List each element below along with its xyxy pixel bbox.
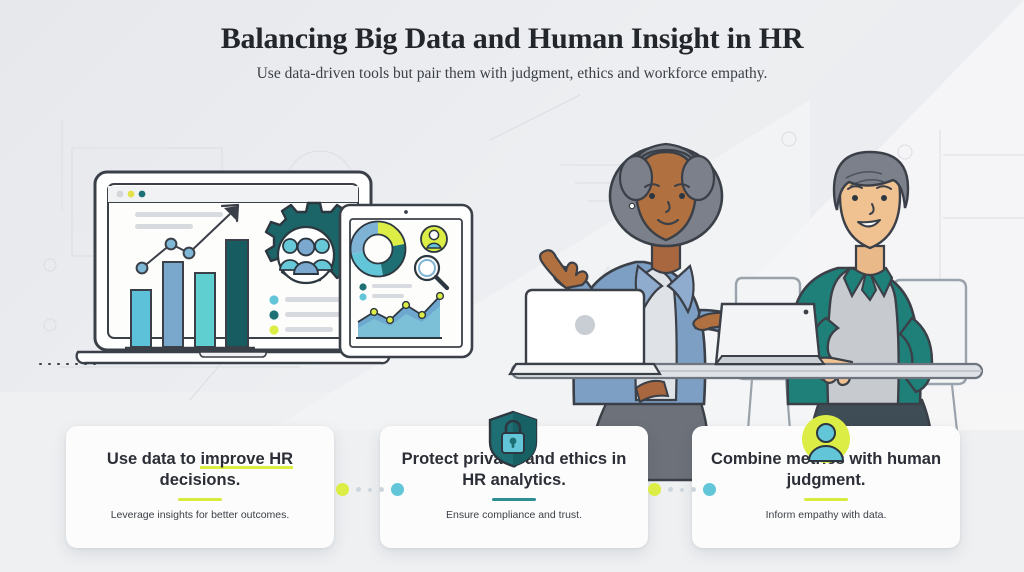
connector-dot-yellow <box>336 483 349 496</box>
page-subtitle: Use data-driven tools but pair them with… <box>256 65 768 82</box>
gear-people-icon <box>264 201 364 285</box>
connector-dot-small <box>379 487 384 492</box>
card-use-data[interactable]: Use data to improve HR decisions. Levera… <box>66 426 334 548</box>
card-divider <box>804 498 848 501</box>
card-title: Use data to improve HR decisions. <box>82 449 318 491</box>
area-chart <box>356 291 445 339</box>
card-title-pre: Use data to <box>106 450 201 469</box>
page-title: Balancing Big Data and Human Insight in … <box>220 22 804 55</box>
connector-dot-small <box>368 487 372 492</box>
desk-tablet <box>714 302 826 366</box>
card-title-highlight: improve HR <box>200 450 294 470</box>
tablet-device <box>338 203 474 359</box>
donut-chart <box>349 220 407 278</box>
card-title-post: decisions. <box>159 471 241 490</box>
person-avatar-icon-tablet <box>420 225 448 253</box>
connector-dots-1-2 <box>336 483 404 496</box>
connector-dots-2-3 <box>648 483 716 496</box>
connector-dot-yellow <box>648 483 661 496</box>
person-avatar-icon <box>802 415 850 463</box>
connector-dot-small <box>356 487 361 492</box>
shield-lock-icon <box>488 410 538 468</box>
card-subtitle: Inform empathy with data. <box>765 508 887 521</box>
connector-dot-small <box>668 487 673 492</box>
connector-dot-cyan <box>703 483 716 496</box>
card-subtitle: Leverage insights for better outcomes. <box>110 508 290 521</box>
connector-dot-small <box>691 487 696 492</box>
connector-dot-small <box>680 487 684 492</box>
card-divider <box>492 498 536 501</box>
connector-dot-cyan <box>391 483 404 496</box>
desk-laptop <box>508 288 662 376</box>
magnifier-icon <box>413 254 450 291</box>
card-subtitle: Ensure compliance and trust. <box>446 508 582 521</box>
card-divider <box>178 498 222 501</box>
header: Balancing Big Data and Human Insight in … <box>0 22 1024 83</box>
laptop-device <box>39 170 391 365</box>
